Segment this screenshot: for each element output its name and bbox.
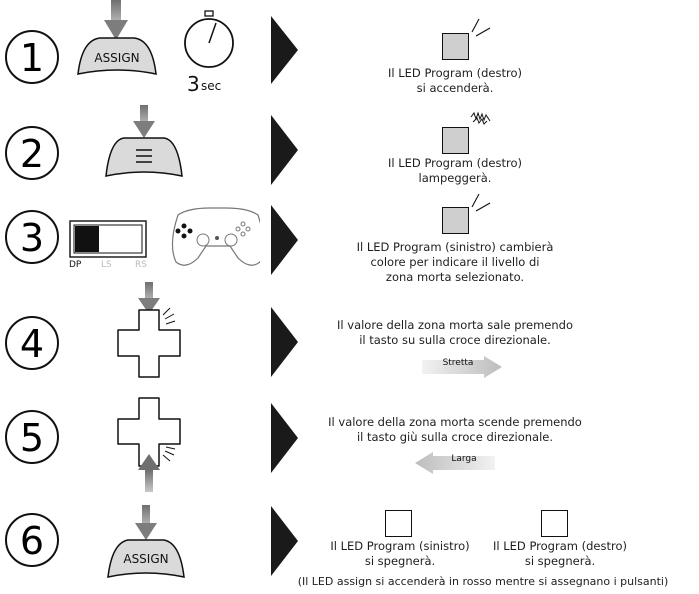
assign-label: ASSIGN [94, 51, 139, 65]
step-number-2-badge: 2 [5, 126, 59, 180]
step-4-result-line-1: Il valore della zona morta sale premendo [337, 318, 573, 332]
play-triangle-icon [271, 506, 298, 576]
down-arrow-icon [104, 0, 128, 40]
controller-icon [171, 207, 260, 266]
step-1-result-line-1: Il LED Program (destro) [388, 66, 522, 80]
step-number-6: 6 [20, 519, 44, 563]
step-3-result: Il LED Program (sinistro) cambierà color… [320, 240, 590, 285]
illustrations: ASSIGN 3 sec [69, 0, 260, 578]
step-6-left-result: Il LED Program (sinistro) si spegnerà. [310, 539, 490, 569]
step-6-right-line-1: Il LED Program (destro) [493, 539, 627, 553]
down-arrow-icon [133, 105, 155, 138]
step-number-5: 5 [20, 416, 44, 460]
step-6-left-line-1: Il LED Program (sinistro) [330, 539, 470, 553]
timer-value: 3 [187, 72, 200, 96]
play-triangle-icon [271, 115, 298, 185]
timer-unit: sec [201, 79, 221, 93]
step-number-3: 3 [20, 216, 44, 260]
step-number-2: 2 [20, 132, 44, 176]
stopwatch-icon: 3 sec [184, 10, 234, 96]
up-arrow-icon [138, 454, 160, 492]
led-indicator-icon [541, 510, 568, 537]
play-triangle-icon [271, 205, 298, 275]
led-indicator-icon [385, 510, 412, 537]
step-5-result: Il valore della zona morta scende premen… [305, 415, 605, 445]
step-number-6-badge: 6 [5, 513, 59, 567]
step-6-right-result: Il LED Program (destro) si spegnerà. [475, 539, 645, 569]
assign-button-icon: ASSIGN [77, 37, 157, 75]
step-2-result: Il LED Program (destro) lampeggerà. [355, 156, 555, 186]
step-5-result-line-2: il tasto giù sulla croce direzionale. [356, 430, 554, 444]
step-number-5-badge: 5 [5, 410, 59, 464]
step-number-4-badge: 4 [5, 316, 59, 370]
step-number-4: 4 [20, 322, 44, 366]
right-arrow-icon [422, 356, 502, 378]
menu-button-icon [105, 137, 183, 177]
switch-label-rs: RS [135, 260, 147, 270]
step-1-result-line-2: si accenderà. [416, 81, 494, 95]
step-6-right-line-2: si spegnerà. [524, 554, 596, 568]
mode-switch-icon [69, 220, 147, 258]
step-4-result-line-2: il tasto su sulla croce direzionale. [359, 333, 551, 347]
led-on-rays-icon [471, 18, 491, 37]
left-arrow-icon [415, 452, 495, 474]
step-number-1-badge: 1 [5, 30, 59, 84]
step-3-result-line-2: colore per indicare il livello di [370, 255, 540, 269]
switch-label-dp: DP [69, 260, 82, 270]
step-number-1: 1 [20, 36, 44, 80]
step-1-result: Il LED Program (destro) si accenderà. [355, 66, 555, 96]
assign-button-icon: ASSIGN [107, 539, 185, 578]
led-indicator-icon [442, 33, 469, 60]
assign-label: ASSIGN [123, 552, 168, 566]
step-3-result-line-3: zona morta selezionato. [385, 270, 525, 284]
play-triangle-icon [271, 403, 298, 473]
dpad-icon [117, 307, 181, 378]
down-arrow-icon [135, 505, 157, 540]
step-3-result-line-1: Il LED Program (sinistro) cambierà [356, 240, 554, 254]
led-indicator-icon [442, 127, 469, 154]
step-5-result-line-1: Il valore della zona morta scende premen… [328, 415, 582, 429]
led-blink-rays-icon [470, 111, 491, 125]
switch-label-ls: LS [101, 260, 112, 270]
step-number-3-badge: 3 [5, 210, 59, 264]
chevrons [271, 16, 298, 576]
step-6-note: (Il LED assign si accenderà in rosso men… [297, 575, 669, 588]
play-triangle-icon [271, 307, 298, 377]
step-4-result: Il valore della zona morta sale premendo… [310, 318, 600, 348]
step-6-left-line-2: si spegnerà. [364, 554, 436, 568]
arrow-label-tight: Stretta [442, 358, 474, 368]
step-2-result-line-2: lampeggerà. [418, 171, 492, 185]
led-indicator-icon [442, 207, 469, 234]
dpad-icon [117, 397, 181, 467]
step-2-result-line-1: Il LED Program (destro) [388, 156, 522, 170]
led-on-rays-icon [471, 193, 491, 212]
down-arrow-icon [138, 282, 160, 314]
step-numbers: 1 2 3 4 5 6 [5, 30, 59, 567]
play-triangle-icon [271, 16, 298, 84]
arrow-label-wide: Larga [451, 454, 477, 464]
